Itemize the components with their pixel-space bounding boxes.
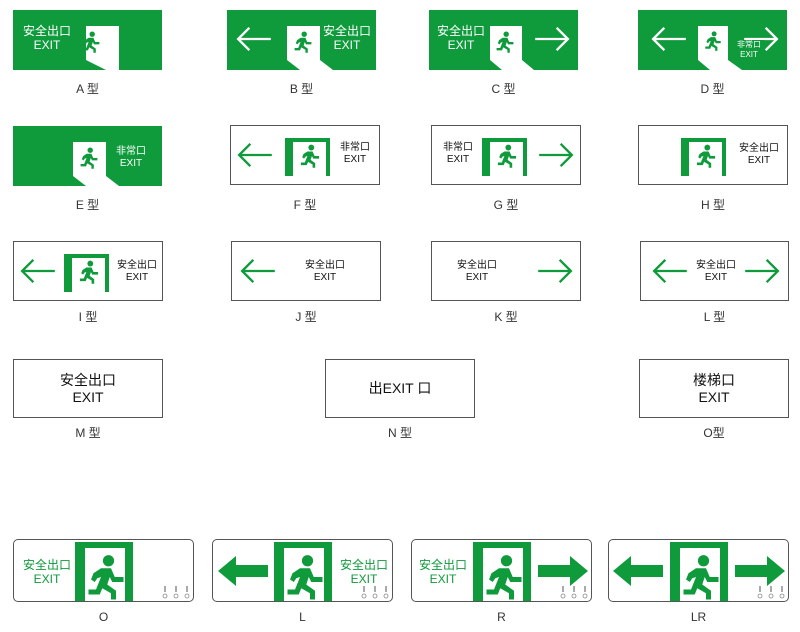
arrow-right-icon bbox=[537, 141, 575, 169]
sign-text: 楼梯口 EXIT bbox=[693, 372, 735, 405]
exit-sign-type-e: 非常口 EXIT bbox=[13, 126, 162, 186]
caption-h: H 型 bbox=[700, 198, 725, 212]
sign-text: 非常口 EXIT bbox=[734, 40, 764, 60]
door-running-man-icon bbox=[473, 542, 531, 601]
arrow-right-bold-icon bbox=[538, 556, 588, 586]
sign-text: 出EXIT 口 bbox=[368, 380, 432, 396]
arrow-right-icon bbox=[533, 25, 571, 53]
exit-sign-model-l: 安全出口 EXIT bbox=[212, 539, 393, 602]
indicator-lights-icon bbox=[361, 586, 389, 599]
door-panel-icon bbox=[287, 26, 333, 70]
caption-g: G 型 bbox=[493, 198, 519, 212]
arrow-left-icon bbox=[239, 257, 277, 285]
door-panel-icon bbox=[490, 26, 534, 70]
door-frame-icon bbox=[64, 254, 109, 292]
caption-bottom-o: O bbox=[98, 610, 109, 624]
exit-sign-model-o: 安全出口 EXIT bbox=[13, 539, 194, 602]
door-frame-icon bbox=[285, 138, 330, 176]
caption-c: C 型 bbox=[491, 82, 516, 96]
sign-text: 安全出口 EXIT bbox=[739, 143, 779, 166]
exit-sign-type-a: 安全出口 EXIT bbox=[13, 10, 162, 70]
running-man-icon bbox=[76, 259, 102, 285]
caption-f: F 型 bbox=[293, 198, 317, 212]
caption-i: I 型 bbox=[78, 310, 98, 324]
running-man-icon bbox=[693, 143, 719, 169]
exit-sign-type-j: 安全出口 EXIT bbox=[231, 241, 381, 301]
running-man-icon bbox=[297, 143, 323, 169]
sign-text: 非常口 EXIT bbox=[443, 142, 473, 165]
caption-m: M 型 bbox=[75, 426, 101, 440]
indicator-lights-icon bbox=[560, 586, 588, 599]
sign-text: 安全出口 EXIT bbox=[339, 558, 388, 587]
arrow-right-bold-icon bbox=[735, 556, 785, 586]
exit-sign-type-h: 安全出口 EXIT bbox=[638, 125, 788, 185]
caption-bottom-r: R bbox=[497, 610, 506, 624]
exit-sign-type-k: 安全出口 EXIT bbox=[431, 241, 581, 301]
exit-sign-model-lr bbox=[608, 539, 789, 602]
sign-text: 安全出口 EXIT bbox=[436, 24, 485, 53]
sign-text: 安全出口 EXIT bbox=[117, 260, 157, 283]
arrow-right-icon bbox=[536, 257, 574, 285]
arrow-left-icon bbox=[236, 141, 274, 169]
door-panel-icon bbox=[698, 26, 742, 70]
sign-text: 安全出口 EXIT bbox=[22, 24, 71, 53]
caption-k: K 型 bbox=[494, 310, 518, 324]
door-running-man-icon bbox=[670, 542, 728, 601]
exit-sign-type-o: 楼梯口 EXIT bbox=[639, 359, 789, 418]
exit-sign-type-g: 非常口 EXIT bbox=[431, 125, 581, 185]
caption-a: A 型 bbox=[76, 82, 99, 96]
caption-bottom-l: L bbox=[299, 610, 306, 624]
door-panel-icon bbox=[86, 26, 119, 70]
door-running-man-icon bbox=[274, 542, 332, 601]
exit-sign-type-d: 非常口 EXIT bbox=[638, 10, 787, 70]
arrow-left-bold-icon bbox=[613, 556, 663, 586]
running-man-icon bbox=[77, 146, 101, 170]
door-running-man-icon bbox=[75, 542, 133, 601]
caption-o: O型 bbox=[703, 426, 725, 440]
sign-text: 安全出口 EXIT bbox=[305, 260, 345, 283]
caption-bottom-lr: LR bbox=[690, 610, 707, 624]
indicator-lights-icon bbox=[757, 586, 785, 599]
sign-text: 安全出口 EXIT bbox=[22, 558, 71, 587]
exit-sign-type-m: 安全出口 EXIT bbox=[13, 359, 163, 418]
exit-sign-type-b: 安全出口 EXIT bbox=[227, 10, 376, 70]
running-man-icon bbox=[493, 30, 517, 54]
caption-n: N 型 bbox=[387, 426, 412, 440]
running-man-icon bbox=[291, 30, 315, 54]
sign-text: 安全出口 EXIT bbox=[696, 260, 736, 283]
arrow-left-icon bbox=[650, 25, 688, 53]
indicator-lights-icon bbox=[162, 586, 190, 599]
caption-j: J 型 bbox=[295, 310, 317, 324]
exit-sign-type-i: 安全出口 EXIT bbox=[13, 241, 163, 301]
door-frame-icon bbox=[482, 138, 527, 176]
running-man-icon bbox=[494, 143, 520, 169]
sign-text: 安全出口 EXIT bbox=[457, 260, 497, 283]
arrow-right-icon bbox=[743, 257, 781, 285]
arrow-left-icon bbox=[651, 257, 689, 285]
running-man-icon bbox=[79, 30, 103, 54]
arrow-left-bold-icon bbox=[218, 556, 268, 586]
exit-sign-type-c: 安全出口 EXIT bbox=[429, 10, 578, 70]
arrow-left-icon bbox=[235, 25, 273, 53]
sign-text: 安全出口 EXIT bbox=[60, 372, 116, 405]
exit-sign-type-n: 出EXIT 口 bbox=[325, 359, 475, 418]
arrow-left-icon bbox=[19, 257, 57, 285]
sign-text: 安全出口 EXIT bbox=[322, 24, 371, 53]
door-panel-icon bbox=[73, 142, 119, 186]
running-man-icon bbox=[702, 30, 724, 52]
exit-sign-type-f: 非常口 EXIT bbox=[230, 125, 380, 185]
caption-d: D 型 bbox=[700, 82, 725, 96]
exit-sign-model-r: 安全出口 EXIT bbox=[411, 539, 592, 602]
sign-text: 安全出口 EXIT bbox=[418, 558, 467, 587]
sign-text: 非常口 EXIT bbox=[340, 142, 370, 165]
caption-l: L 型 bbox=[703, 310, 726, 324]
door-frame-icon bbox=[681, 138, 726, 176]
sign-text: 非常口 EXIT bbox=[116, 146, 146, 169]
caption-b: B 型 bbox=[289, 82, 314, 96]
caption-e: E 型 bbox=[75, 198, 100, 212]
exit-sign-type-l: 安全出口 EXIT bbox=[640, 241, 789, 301]
